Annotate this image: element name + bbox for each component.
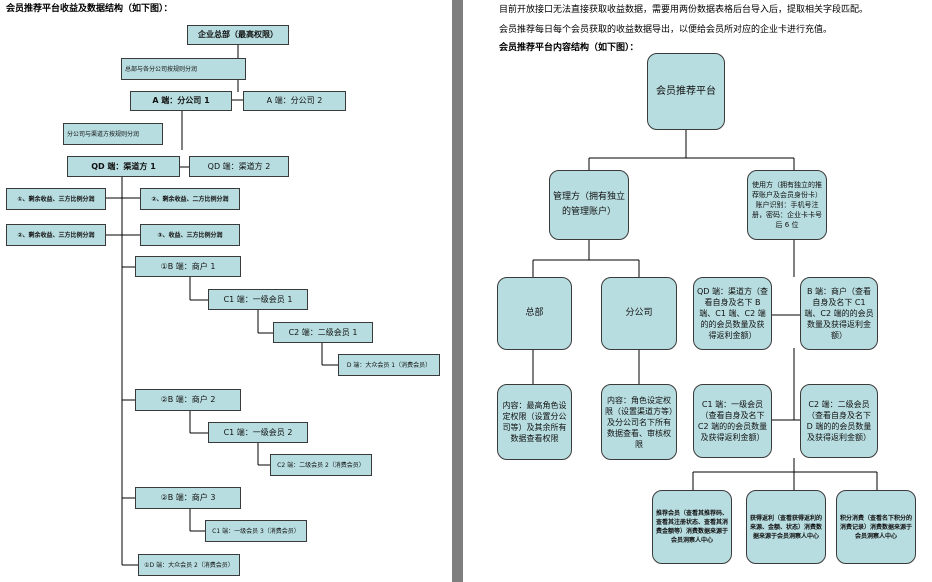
node-user: 使用方（拥有独立的推荐账户及会员身份卡）账户识别：手机号注册，密码：企业卡卡号后… [747, 170, 827, 240]
node-merchant: B 端：商户（查看自身及名下 C1 端、C2 端的的会员数量及获得返利金额） [800, 277, 878, 350]
node-level2-member: C2 端：二级会员（查看自身及名下 D 端的的会员数量及获得返利金额） [800, 384, 878, 458]
node-profit-split: ③、收益、三方比例分润 [140, 224, 240, 246]
note-branch-channel-split: 分公司与渠道方按规则分润 [63, 123, 163, 145]
right-connectors [532, 130, 878, 490]
node-level2-member-1: C2 端：二级会员 1 [273, 322, 373, 343]
intro-line-2: 会员推荐每日每个会员获取的收益数据导出，以便给会员所对应的企业卡进行充值。 [499, 25, 833, 35]
node-level1-member: C1 端：一级会员（查看自身及名下 C2 端的的会员数量及获得返利金额） [693, 384, 772, 458]
node-branch-1: A 端：分公司 1 [130, 91, 232, 111]
node-public-member-1: D 端：大众会员 1（消费会员） [338, 354, 440, 376]
node-platform-root: 会员推荐平台 [647, 53, 725, 130]
left-heading: 会员推荐平台收益及数据结构（如下图）： [6, 4, 173, 14]
node-level1-member-2: C1 端：一级会员 2 [208, 422, 308, 443]
node-channel-1: QD 端：渠道方 1 [67, 156, 180, 177]
node-public-member-2: ①D 端：大众会员 2（消费会员） [138, 554, 240, 576]
note-hq-branch-split: 总部与各分公司按规则分润 [121, 58, 246, 80]
node-recommended-members: 推荐会员（查看其推荐码、查看其注册状态、查看其消费金额等）消费数据来源于会员洞察… [652, 490, 732, 564]
node-channel-2: QD 端：渠道方 2 [189, 156, 289, 177]
node-remaining-profit-2: ②、剩余收益、二方比例分润 [140, 188, 240, 210]
node-points-consumption: 积分消费（查看名下积分的消费记录）消费数据来源于会员洞察人中心 [836, 490, 916, 564]
right-heading: 会员推荐平台内容结构（如下图）： [499, 43, 639, 53]
node-channel: QD 端：渠道方（查看自身及名下 B 端、C1 端、C2 端的的会员数量及获得返… [693, 277, 772, 350]
node-enterprise-hq: 企业总部（最高权限） [187, 25, 289, 45]
node-merchant-3: ②B 端：商户 3 [135, 487, 241, 509]
node-hq-content: 内容：最高角色设定权限（设置分公司等）及其余所有数据查看权限 [497, 384, 572, 460]
node-level1-member-1: C1 端：一级会员 1 [208, 289, 308, 310]
node-rebates: 获得返利（查看获得返利的来源、金额、状态）消费数据来源于会员洞察人中心 [746, 490, 826, 564]
node-branch-2: A 端：分公司 2 [243, 91, 346, 111]
node-merchant-2: ②B 端：商户 2 [135, 389, 241, 411]
node-branch: 分公司 [601, 277, 677, 350]
node-level2-member-2: C2 端：二级会员 2（消费会员） [270, 454, 372, 476]
node-remaining-profit-1: ①、剩余收益、三方比例分润 [6, 188, 106, 210]
node-merchant-1: ①B 端：商户 1 [135, 256, 241, 277]
right-page: 目前开放接口无法直接获取收益数据，需要用两份数据表格后台导入后，提取相关字段匹配… [463, 0, 932, 582]
node-branch-content: 内容：角色设定权限（设置渠道方等）及分公司名下所有数据查看、审核权限 [601, 384, 677, 460]
node-level1-member-3: C1 端：一级会员 3（消费会员） [205, 520, 307, 542]
node-hq: 总部 [497, 277, 572, 350]
node-manager: 管理方（拥有独立的管理账户） [549, 170, 629, 240]
intro-line-1: 目前开放接口无法直接获取收益数据，需要用两份数据表格后台导入后，提取相关字段匹配… [499, 5, 869, 15]
node-remaining-profit-3: ②、剩余收益、三方比例分润 [6, 224, 106, 246]
left-page: 会员推荐平台收益及数据结构（如下图）： [0, 0, 452, 582]
